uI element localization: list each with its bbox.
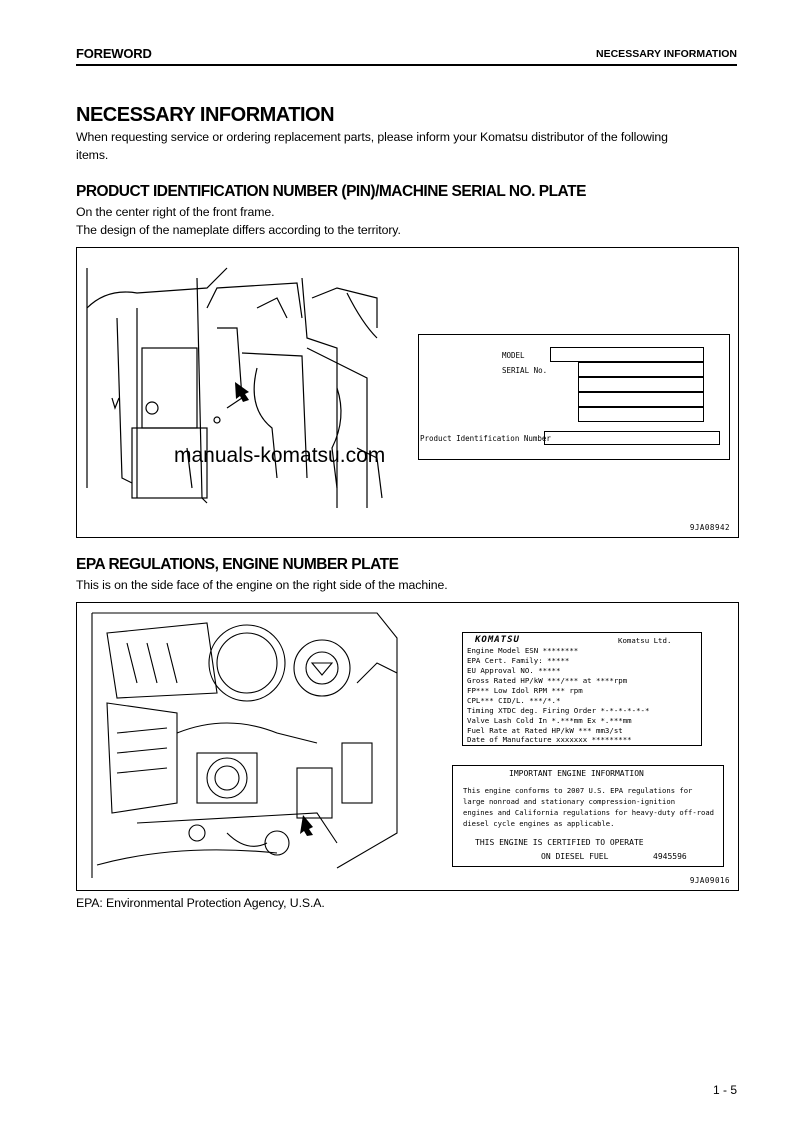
intro-line-2: items. xyxy=(76,148,109,162)
serial-field-2 xyxy=(578,377,704,392)
engine-row-10: Date of Manufacture xxxxxxx ********* xyxy=(467,735,632,744)
engine-row-9: Fuel Rate at Rated HP/kW *** mm3/st xyxy=(467,726,623,735)
pin-field xyxy=(544,431,720,445)
engine-row-4: Gross Rated HP/kW ***/*** at ****rpm xyxy=(467,676,628,685)
pin-nameplate: MODEL SERIAL No. Product Identification … xyxy=(418,334,730,460)
komatsu-logo: KOMATSU xyxy=(475,635,520,645)
pin-label: Product Identification Number xyxy=(420,434,551,443)
engine-illustration xyxy=(91,612,398,878)
certified-line: THIS ENGINE IS CERTIFIED TO OPERATE xyxy=(475,838,644,847)
engine-row-1: Engine Model ESN ******** xyxy=(467,646,579,655)
figure1-code: 9JA08942 xyxy=(689,523,730,532)
intro-line-1: When requesting service or ordering repl… xyxy=(76,130,668,144)
engine-row-2: EPA Cert. Family: ***** xyxy=(467,656,570,665)
section2-heading: EPA REGULATIONS, ENGINE NUMBER PLATE xyxy=(76,556,399,573)
page-number: 1 - 5 xyxy=(712,1083,737,1097)
section1-line-1: On the center right of the front frame. xyxy=(76,205,275,219)
important-engine-plate: IMPORTANT ENGINE INFORMATION This engine… xyxy=(452,765,724,867)
engine-location-arrow xyxy=(300,815,313,836)
section1-heading: PRODUCT IDENTIFICATION NUMBER (PIN)/MACH… xyxy=(76,183,586,200)
location-arrow xyxy=(235,382,249,402)
section2-line: This is on the side face of the engine o… xyxy=(76,578,448,592)
company-name: Komatsu Ltd. xyxy=(618,636,672,645)
serial-field-4 xyxy=(578,407,704,422)
engine-row-3: EU Approval NO. ***** xyxy=(467,666,561,675)
figure2-code: 9JA09016 xyxy=(689,876,730,885)
front-frame-illustration xyxy=(86,267,383,508)
engine-row-5: FP*** Low Idol RPM *** rpm xyxy=(467,686,583,695)
section1-line-2: The design of the nameplate differs acco… xyxy=(76,223,401,237)
page-header: FOREWORD NECESSARY INFORMATION xyxy=(76,44,737,66)
watermark: manuals-komatsu.com xyxy=(174,444,386,467)
important-line-1: This engine conforms to 2007 U.S. EPA re… xyxy=(463,786,693,795)
header-section: FOREWORD xyxy=(76,46,152,61)
important-line-4: diesel cycle engines as applicable. xyxy=(463,819,615,828)
page-title: NECESSARY INFORMATION xyxy=(76,104,335,126)
pin-plate-figure: MODEL SERIAL No. Product Identification … xyxy=(76,247,739,538)
important-title: IMPORTANT ENGINE INFORMATION xyxy=(509,769,644,778)
important-line-3: engines and California regulations for h… xyxy=(463,808,714,817)
engine-plate-figure: 9JA09016 xyxy=(76,602,739,891)
epa-footnote: EPA: Environmental Protection Agency, U.… xyxy=(76,896,325,910)
engine-row-7: Timing XTDC deg. Firing Order *-*-*-*-*-… xyxy=(467,706,650,715)
serial-label: SERIAL No. xyxy=(502,366,548,375)
serial-field-1 xyxy=(578,362,704,377)
plate-number: 4945596 xyxy=(653,852,687,861)
model-label: MODEL xyxy=(502,351,525,360)
engine-number-plate: KOMATSU Komatsu Ltd. Engine Model ESN **… xyxy=(462,632,702,746)
engine-row-6: CPL*** CID/L. ***/*.* xyxy=(467,696,561,705)
fuel-line: ON DIESEL FUEL xyxy=(541,852,609,861)
serial-field-3 xyxy=(578,392,704,407)
engine-row-8: Valve Lash Cold In *.***mm Ex *.***mm xyxy=(467,716,632,725)
header-topic: NECESSARY INFORMATION xyxy=(596,48,737,60)
model-field xyxy=(550,347,704,362)
important-line-2: large nonroad and stationary compression… xyxy=(463,797,676,806)
